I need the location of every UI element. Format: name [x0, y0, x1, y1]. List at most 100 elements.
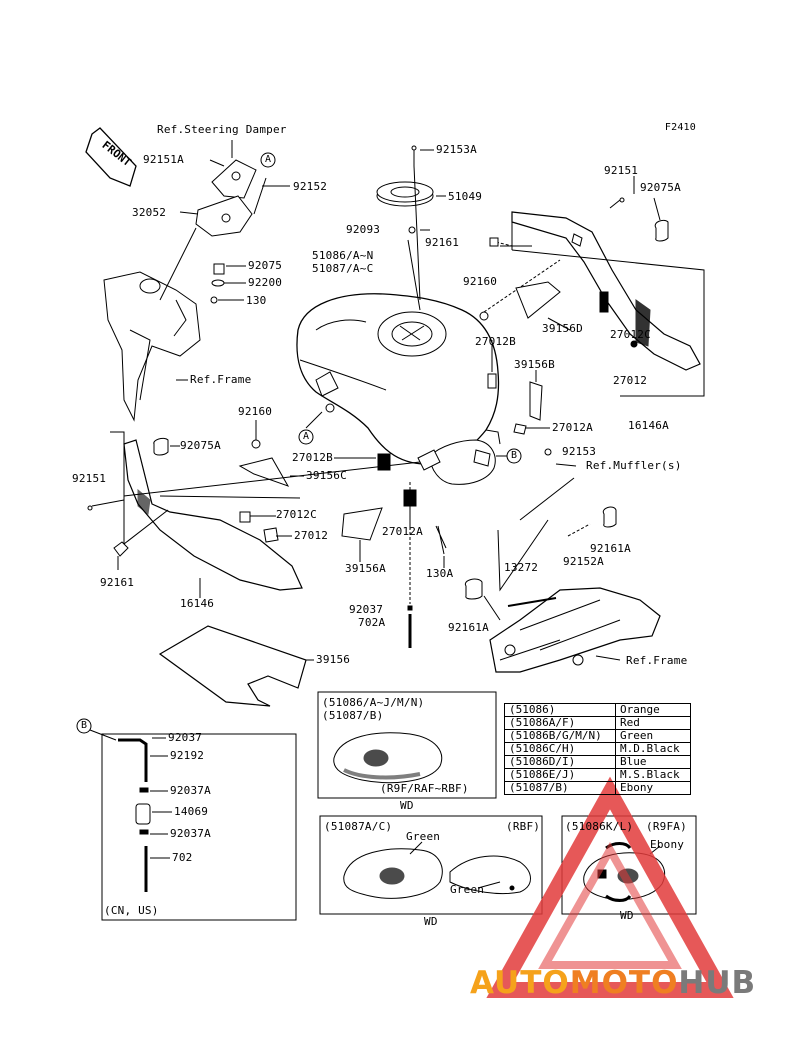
- label-92075: 92075: [248, 259, 283, 272]
- label-92037: 92037: [349, 603, 384, 616]
- label-92161-left: 92161: [100, 576, 135, 589]
- color-code-cell: (51087/B): [504, 781, 616, 795]
- box2-green-1: Green: [406, 830, 441, 843]
- box3-variant: WD: [620, 909, 634, 922]
- watermark-moto: MOTO: [569, 965, 679, 1001]
- label-27012-right: 27012: [613, 374, 648, 387]
- label-92152: 92152: [293, 180, 328, 193]
- label-39156c: 39156C: [306, 469, 347, 482]
- label-27012a-mid: 27012A: [552, 421, 593, 434]
- kit-label-92037a-2: 92037A: [170, 827, 211, 840]
- label-92153: 92153: [562, 445, 597, 458]
- label-92151-right: 92151: [604, 164, 639, 177]
- label-130a: 130A: [426, 567, 454, 580]
- color-code-cell: (51086A/F): [504, 716, 616, 730]
- box2-models: (RBF): [506, 820, 541, 833]
- label-27012b-top: 27012B: [475, 335, 516, 348]
- figure-code: F2410: [664, 122, 696, 133]
- table-row: (51086C/H)M.D.Black: [504, 742, 691, 756]
- label-ref-frame-bottom: Ref.Frame: [626, 654, 688, 667]
- table-row: (51086)Orange: [504, 703, 691, 717]
- kit-label-702: 702: [172, 851, 193, 864]
- label-92200: 92200: [248, 276, 283, 289]
- table-row: (51086A/F)Red: [504, 716, 691, 730]
- box1-line1: (51086/A~J/M/N): [322, 696, 425, 709]
- label-92151-left: 92151: [72, 472, 107, 485]
- color-code-cell: (51086): [504, 703, 616, 717]
- label-27012c-left: 27012C: [276, 508, 317, 521]
- box3-models: (R9FA): [646, 820, 687, 833]
- label-51049: 51049: [448, 190, 483, 203]
- label-39156: 39156: [316, 653, 351, 666]
- color-name-cell: M.D.Black: [615, 742, 691, 756]
- label-130: 130: [246, 294, 267, 307]
- side-cover-left: [87, 431, 421, 598]
- box1-line2: (51087/B): [322, 709, 384, 722]
- label-92075a-right: 92075A: [640, 181, 681, 194]
- color-name-cell: Blue: [615, 755, 691, 769]
- color-name-cell: Ebony: [615, 781, 691, 795]
- side-cover-right: [511, 176, 705, 397]
- color-code-table: (51086)Orange (51086A/F)Red (51086B/G/M/…: [504, 703, 691, 795]
- label-92153a: 92153A: [436, 143, 477, 156]
- label-92160-top: 92160: [463, 275, 498, 288]
- box3-line1: (51086K/L): [565, 820, 634, 833]
- box1-models: (R9F/RAF~RBF): [380, 782, 469, 795]
- color-code-cell: (51086C/H): [504, 742, 616, 756]
- label-39156d: 39156D: [542, 322, 583, 335]
- label-27012c-right: 27012C: [610, 328, 651, 341]
- pad-39156: [158, 625, 307, 707]
- label-51087-a-c: 51087/A~C: [312, 262, 374, 275]
- box1-variant: WD: [400, 799, 414, 812]
- label-92093: 92093: [346, 223, 381, 236]
- kit-label-92192: 92192: [170, 749, 205, 762]
- steering-damper-bracket: [195, 159, 257, 304]
- color-code-cell: (51086D/I): [504, 755, 616, 769]
- label-32052: 32052: [132, 206, 167, 219]
- box3-ebony: Ebony: [650, 838, 685, 851]
- front-arrow: FRONT: [85, 127, 137, 187]
- pad-39156B: [529, 381, 543, 421]
- label-92152a: 92152A: [563, 555, 604, 568]
- label-27012b-mid: 27012B: [292, 451, 333, 464]
- variant-box-2: [319, 815, 543, 915]
- pad-39156A: [341, 507, 383, 541]
- label-13272: 13272: [504, 561, 539, 574]
- color-name-cell: Green: [615, 729, 691, 743]
- box2-line1: (51087A/C): [324, 820, 393, 833]
- label-27012-left: 27012: [294, 529, 329, 542]
- label-ref-steering-damper: Ref.Steering Damper: [157, 123, 287, 136]
- watermark-hub: HUB: [678, 965, 757, 1001]
- kit-label-92037: 92037: [168, 731, 203, 744]
- label-92151a: 92151A: [143, 153, 184, 166]
- kit-label-14069: 14069: [174, 805, 209, 818]
- label-92075a-left: 92075A: [180, 439, 221, 452]
- label-16146: 16146: [180, 597, 215, 610]
- label-27012a-low: 27012A: [382, 525, 423, 538]
- kit-label-92037a-1: 92037A: [170, 784, 211, 797]
- table-row: (51086B/G/M/N)Green: [504, 729, 691, 743]
- label-ref-frame-top: Ref.Frame: [190, 373, 252, 386]
- marker-a-top: [260, 152, 276, 168]
- marker-a-mid-label: A: [303, 431, 310, 442]
- label-702a: 702A: [358, 616, 386, 629]
- marker-a-mid: [298, 429, 314, 445]
- label-39156a: 39156A: [345, 562, 386, 575]
- fuel-cap: [376, 145, 446, 311]
- label-39156b: 39156B: [514, 358, 555, 371]
- frame-head-part: [103, 271, 201, 422]
- label-ref-mufflers: Ref.Muffler(s): [586, 459, 682, 472]
- watermark-logo-mark: [486, 776, 734, 998]
- kit-region-label: (CN, US): [104, 904, 159, 917]
- box2-green-2: Green: [450, 883, 485, 896]
- label-51086-a-n: 51086/A~N: [312, 249, 374, 262]
- variant-box-1: [317, 691, 497, 799]
- kit-marker-b-label: B: [81, 720, 88, 731]
- label-92161a-right: 92161A: [590, 542, 631, 555]
- label-92161a-mid: 92161A: [448, 621, 489, 634]
- label-16146a: 16146A: [628, 419, 669, 432]
- hose-kit: [76, 718, 297, 921]
- color-code-cell: (51086B/G/M/N): [504, 729, 616, 743]
